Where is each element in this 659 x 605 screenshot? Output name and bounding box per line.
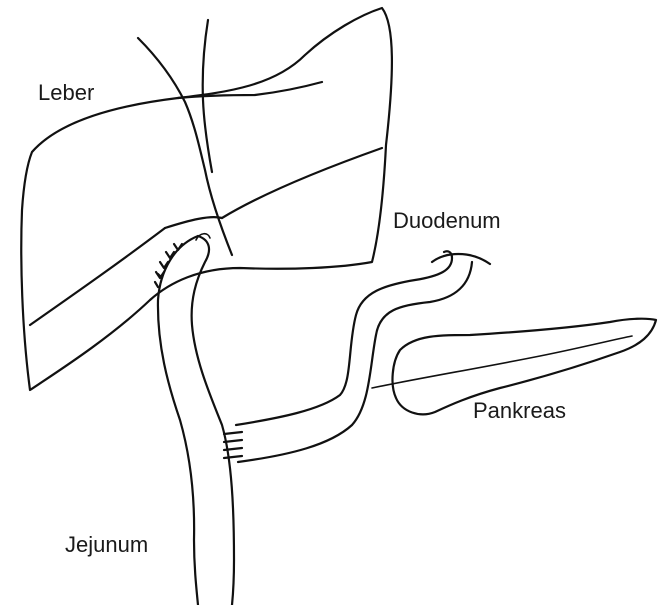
duodenum	[224, 251, 490, 462]
jejunum	[155, 234, 234, 605]
jejunum-left-wall	[158, 236, 198, 605]
label-liver: Leber	[38, 80, 94, 105]
liver-outline	[21, 8, 392, 390]
label-jejunum: Jejunum	[65, 532, 148, 557]
label-duodenum: Duodenum	[393, 208, 501, 233]
liver-segment-line-left	[30, 228, 165, 325]
duodenum-opening	[432, 254, 490, 264]
liver-segment-line-middle	[165, 217, 222, 228]
duodenum-bottom-wall	[238, 262, 472, 462]
label-pancreas: Pankreas	[473, 398, 566, 423]
liver-segment-line-right	[222, 148, 382, 218]
jejunum-right-wall	[192, 236, 234, 605]
liver	[21, 8, 392, 390]
